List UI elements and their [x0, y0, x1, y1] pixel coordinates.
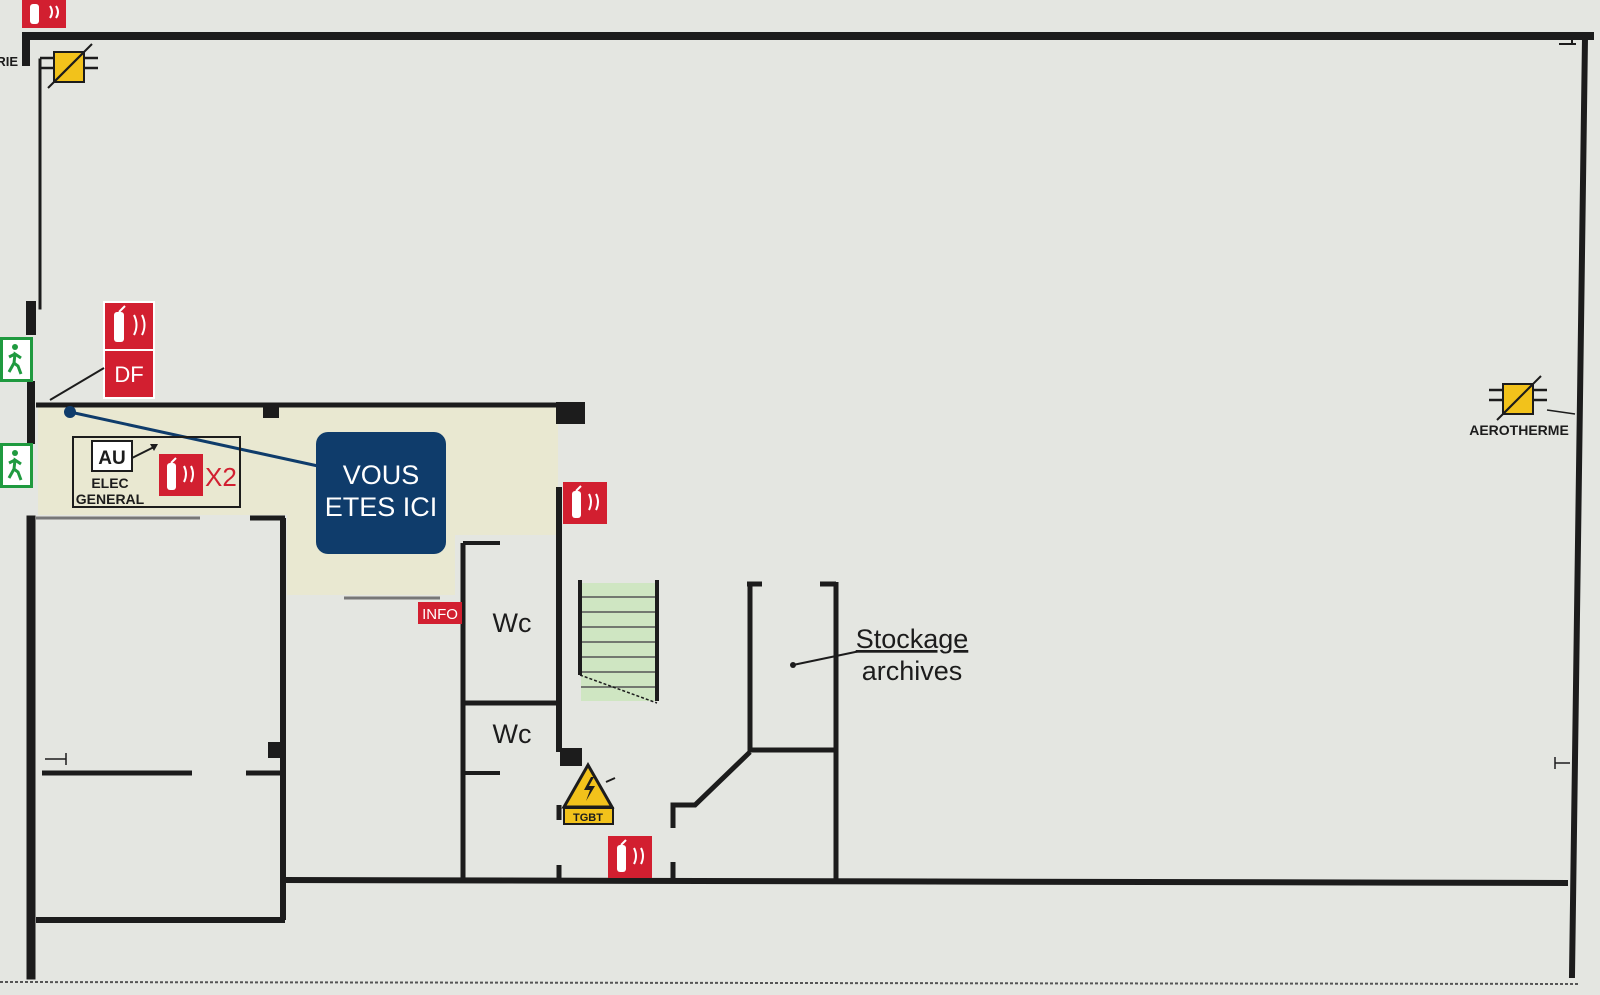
- exterior-walls: [22, 32, 1594, 980]
- general-label: GENERAL: [76, 491, 145, 507]
- you-are-here-box: [316, 432, 446, 554]
- fire-extinguisher-icon: [608, 836, 652, 878]
- df-extinguisher-sign: [103, 301, 155, 399]
- you-are-here-line1: VOUS: [343, 460, 420, 490]
- info-label: INFO: [422, 606, 458, 623]
- fire-extinguisher-icon: [563, 482, 607, 524]
- emergency-exit-icon: [0, 443, 33, 488]
- electrical-hazard-icon: [561, 761, 616, 825]
- aerotherme-icon: [1489, 375, 1576, 421]
- df-leader: [49, 367, 105, 401]
- plan-border: [0, 981, 1581, 985]
- elec-label: ELEC: [91, 475, 128, 491]
- df-label: DF: [114, 362, 143, 387]
- fire-extinguisher-icon: [22, 0, 66, 28]
- emergency-exit-icon: [0, 337, 33, 382]
- storage-label-line2: archives: [862, 656, 963, 686]
- you-are-here-pointer: [69, 410, 319, 468]
- wc-upper-label: Wc: [493, 608, 532, 638]
- you-are-here-dot: [64, 406, 76, 418]
- info-badge: [418, 602, 462, 624]
- electrical-panel-box: [72, 436, 241, 508]
- storage-label-line1: Stockage: [856, 624, 969, 654]
- interior-walls: [36, 402, 1570, 923]
- aerotherme-icon: [40, 43, 98, 89]
- storage-leader: [792, 650, 861, 666]
- stairs: [578, 580, 659, 704]
- you-are-here-line2: ETES ICI: [325, 492, 438, 522]
- fire-extinguisher-icon: [159, 454, 203, 496]
- au-label: AU: [98, 448, 125, 469]
- tgbt-label: TGBT: [573, 812, 603, 824]
- top-left-label: RIE: [0, 54, 18, 69]
- aerotherme-label: AEROTHERME: [1469, 422, 1569, 438]
- extinguisher-count: X2: [205, 462, 237, 492]
- wc-lower-label: Wc: [493, 719, 532, 749]
